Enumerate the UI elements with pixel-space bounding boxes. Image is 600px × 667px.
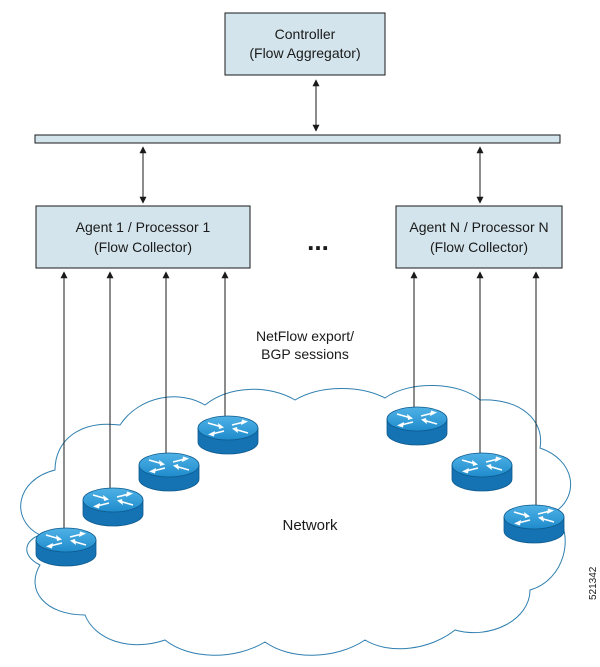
router-icon (82, 487, 144, 527)
ellipsis: ... (307, 226, 329, 256)
network-label: Network (282, 517, 338, 534)
router-icon (503, 504, 565, 544)
router-icon (386, 406, 448, 446)
agent-n-title: Agent N / Processor N (409, 219, 548, 235)
router-icon (451, 452, 513, 492)
controller-subtitle: (Flow Aggregator) (249, 45, 360, 61)
bus-bar (34, 134, 561, 144)
router-icon (197, 415, 259, 455)
controller-title: Controller (275, 26, 336, 42)
router-icon (35, 527, 97, 567)
agent-n-box (395, 205, 563, 269)
agent-1-title: Agent 1 / Processor 1 (76, 219, 211, 235)
figure-id: 521342 (588, 566, 599, 600)
export-label-line2: BGP sessions (261, 346, 349, 362)
router-icon (138, 452, 200, 492)
agent-1-subtitle: (Flow Collector) (94, 239, 192, 255)
controller-box (224, 12, 386, 76)
agent-n-subtitle: (Flow Collector) (430, 239, 528, 255)
agent-1-box (35, 205, 251, 269)
export-label-line1: NetFlow export/ (256, 328, 354, 344)
